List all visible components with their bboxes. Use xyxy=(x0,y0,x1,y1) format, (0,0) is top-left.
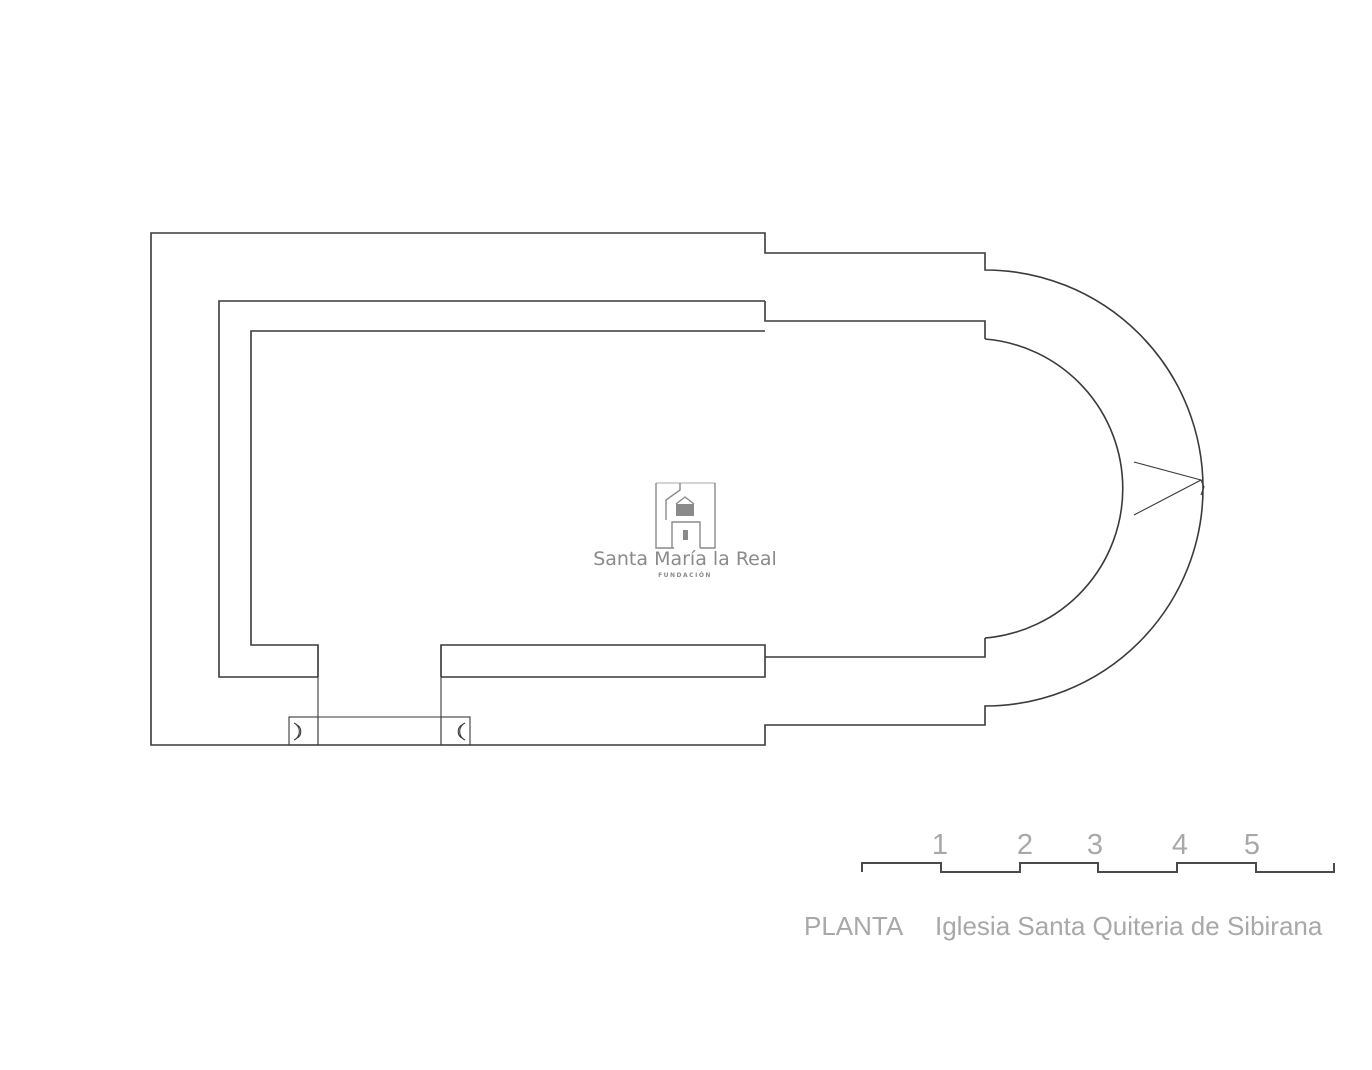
apse-inner-arc xyxy=(984,338,1124,639)
inner-wall-outline-west xyxy=(218,300,765,678)
scale-label-5: 5 xyxy=(1244,829,1260,861)
plan-title: Iglesia Santa Quiteria de Sibirana xyxy=(935,911,1323,941)
scale-label-3: 3 xyxy=(1087,829,1103,861)
scale-label-1: 1 xyxy=(932,829,948,861)
door-column-west xyxy=(288,716,319,746)
nave-apse-link-south xyxy=(765,638,986,658)
scale-label-4: 4 xyxy=(1172,829,1188,861)
watermark-name: Santa María la Real xyxy=(593,548,777,570)
apse-window-splay xyxy=(1133,461,1203,516)
plan-type-label: PLANTA xyxy=(804,911,904,941)
scale-label-2: 2 xyxy=(1017,829,1033,861)
watermark-subtitle: FUNDACIÓN xyxy=(658,572,712,579)
inner-wall-outline-south xyxy=(441,657,766,678)
nave-apse-link-north xyxy=(764,301,986,339)
scale-bar-line xyxy=(861,862,1335,873)
watermark-logo: Santa María la Real FUNDACIÓN xyxy=(593,482,777,579)
outer-wall-outline xyxy=(150,232,1204,746)
nave-inner-outline-south xyxy=(440,644,766,677)
scale-bar: 1 2 3 4 5 xyxy=(861,829,1335,873)
door-column-east xyxy=(440,716,471,746)
church-tower-icon xyxy=(655,482,716,549)
apse-window-opening xyxy=(1200,479,1205,496)
